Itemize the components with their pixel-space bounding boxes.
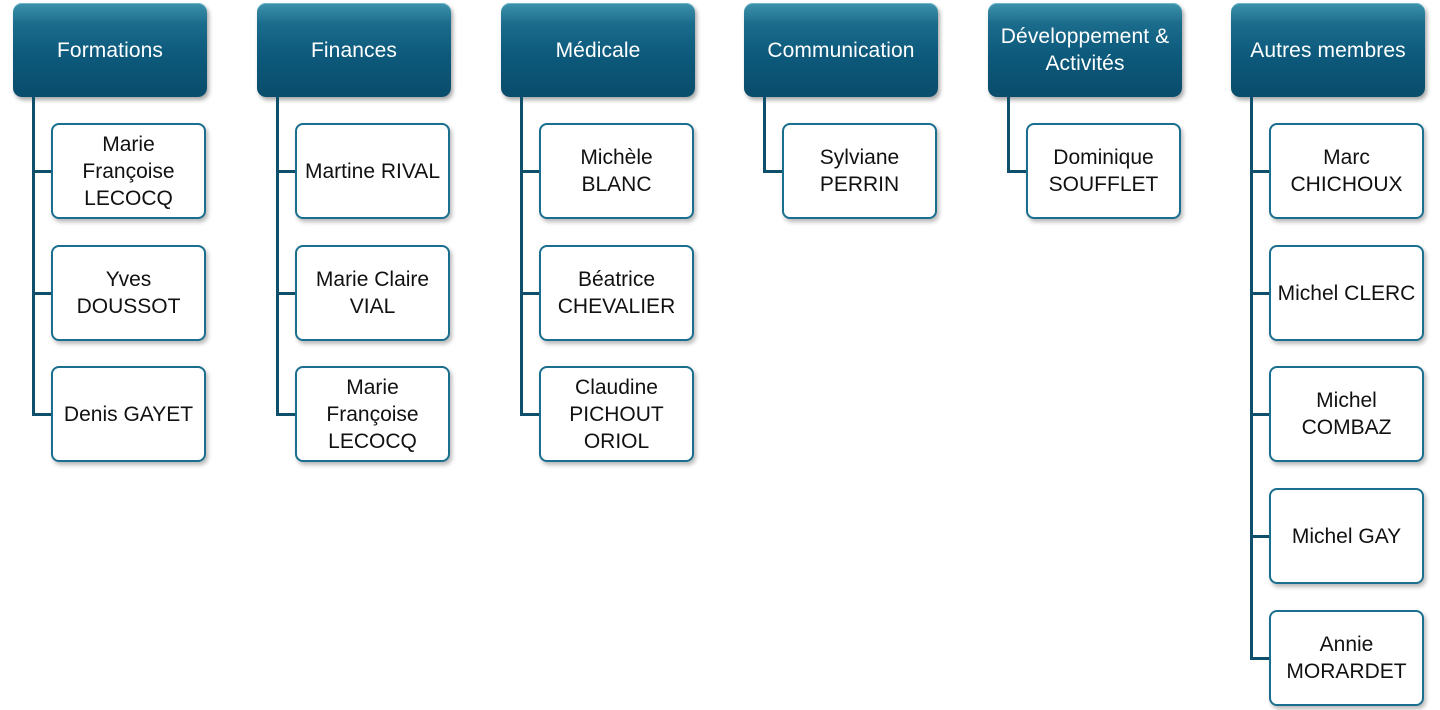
connector-branch bbox=[32, 413, 53, 416]
member-card: Béatrice CHEVALIER bbox=[539, 245, 694, 341]
member-card: Marc CHICHOUX bbox=[1269, 123, 1424, 219]
connector-branch bbox=[763, 170, 784, 173]
committee-title: Communication bbox=[767, 38, 915, 62]
committee-header: Développement & Activités bbox=[988, 3, 1182, 97]
member-name: Marie Claire VIAL bbox=[315, 268, 430, 318]
committee-header: Formations bbox=[13, 3, 207, 97]
committee-header: Finances bbox=[257, 3, 451, 97]
committee-formations: Formations Marie Françoise LECOCQ Yves D… bbox=[13, 0, 233, 710]
member-card: Michel GAY bbox=[1269, 488, 1424, 584]
member-name: Marie Françoise LECOCQ bbox=[326, 375, 419, 453]
committee-medicale: Médicale Michèle BLANC Béatrice CHEVALIE… bbox=[501, 0, 721, 710]
connector-branch bbox=[520, 170, 541, 173]
connector-spine bbox=[276, 97, 279, 414]
member-name: Sylviane PERRIN bbox=[819, 146, 900, 196]
connector-spine bbox=[32, 97, 35, 414]
member-name: Béatrice CHEVALIER bbox=[557, 268, 676, 318]
connector-branch bbox=[520, 292, 541, 295]
connector-spine bbox=[763, 97, 766, 173]
member-name: Annie MORARDET bbox=[1286, 633, 1407, 683]
member-card: Michèle BLANC bbox=[539, 123, 694, 219]
member-card: Claudine PICHOUT ORIOL bbox=[539, 366, 694, 462]
committee-header: Autres membres bbox=[1231, 3, 1425, 97]
member-card: Sylviane PERRIN bbox=[782, 123, 937, 219]
member-name: Marc CHICHOUX bbox=[1290, 146, 1403, 196]
connector-branch bbox=[276, 170, 297, 173]
member-name: Dominique SOUFFLET bbox=[1048, 146, 1159, 196]
committee-header: Médicale bbox=[501, 3, 695, 97]
committee-title: Autres membres bbox=[1250, 38, 1406, 62]
committee-title: Médicale bbox=[555, 38, 641, 62]
committee-title: Formations bbox=[56, 38, 164, 62]
connector-branch bbox=[1007, 170, 1028, 173]
committee-title: Finances bbox=[310, 38, 397, 62]
member-card: Denis GAYET bbox=[51, 366, 206, 462]
committee-header: Communication bbox=[744, 3, 938, 97]
connector-spine bbox=[520, 97, 523, 414]
member-card: Yves DOUSSOT bbox=[51, 245, 206, 341]
connector-branch bbox=[1250, 535, 1271, 538]
connector-spine bbox=[1250, 97, 1253, 659]
member-name: Yves DOUSSOT bbox=[76, 268, 181, 318]
connector-branch bbox=[276, 292, 297, 295]
connector-branch bbox=[1250, 170, 1271, 173]
committee-developpement: Développement & Activités Dominique SOUF… bbox=[988, 0, 1208, 710]
member-card: Marie Françoise LECOCQ bbox=[51, 123, 206, 219]
committee-autres-membres: Autres membres Marc CHICHOUX Michel CLER… bbox=[1231, 0, 1440, 710]
member-card: Michel COMBAZ bbox=[1269, 366, 1424, 462]
connector-spine bbox=[1007, 97, 1010, 173]
member-card: Michel CLERC bbox=[1269, 245, 1424, 341]
committee-title: Développement & Activités bbox=[1000, 25, 1170, 75]
member-card: Martine RIVAL bbox=[295, 123, 450, 219]
member-name: Michel CLERC bbox=[1277, 281, 1416, 305]
committee-communication: Communication Sylviane PERRIN bbox=[744, 0, 964, 710]
connector-branch bbox=[1250, 413, 1271, 416]
member-card: Marie Françoise LECOCQ bbox=[295, 366, 450, 462]
member-card: Dominique SOUFFLET bbox=[1026, 123, 1181, 219]
member-card: Marie Claire VIAL bbox=[295, 245, 450, 341]
connector-branch bbox=[32, 292, 53, 295]
member-name: Michel GAY bbox=[1291, 524, 1402, 548]
connector-branch bbox=[1250, 292, 1271, 295]
member-name: Denis GAYET bbox=[63, 402, 194, 426]
committee-finances: Finances Martine RIVAL Marie Claire VIAL… bbox=[257, 0, 477, 710]
member-name: Michèle BLANC bbox=[580, 146, 653, 196]
member-name: Marie Françoise LECOCQ bbox=[82, 132, 175, 210]
member-card: Annie MORARDET bbox=[1269, 610, 1424, 706]
connector-branch bbox=[1250, 657, 1271, 660]
member-name: Martine RIVAL bbox=[305, 159, 440, 183]
connector-branch bbox=[32, 170, 53, 173]
member-name: Michel COMBAZ bbox=[1301, 389, 1392, 439]
connector-branch bbox=[520, 413, 541, 416]
connector-branch bbox=[276, 413, 297, 416]
member-name: Claudine PICHOUT ORIOL bbox=[569, 375, 664, 453]
